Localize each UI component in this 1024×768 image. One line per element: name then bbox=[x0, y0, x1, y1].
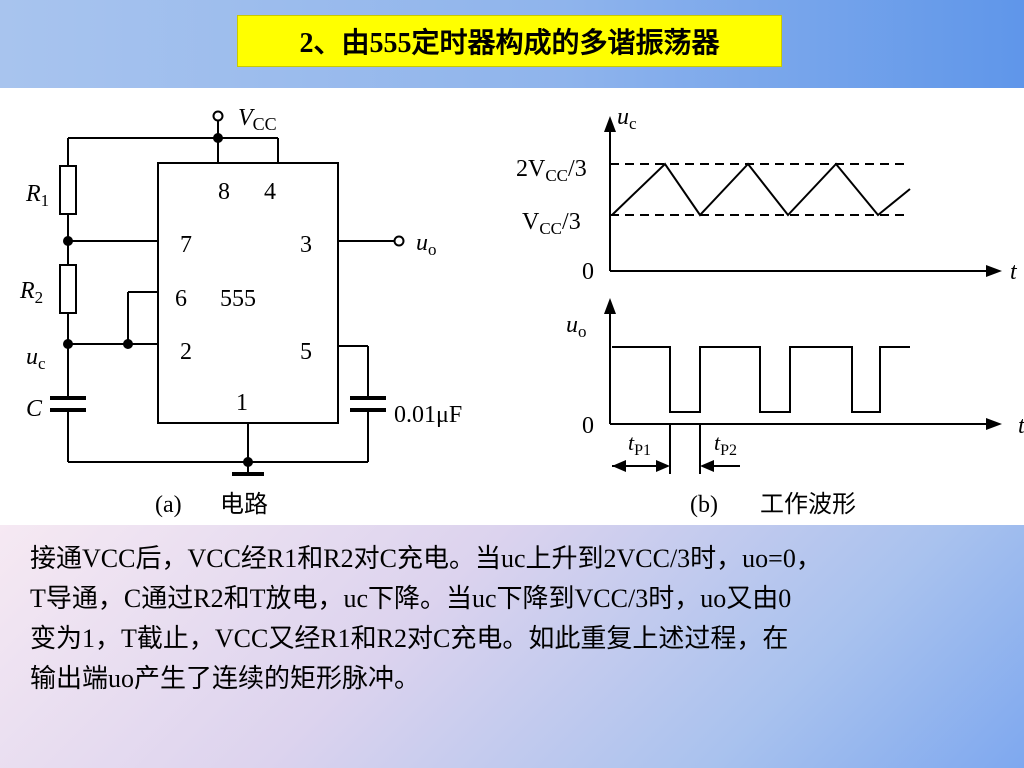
c-label: C bbox=[26, 396, 43, 422]
description-line-4: 输出端uo产生了连续的矩形脉冲。 bbox=[30, 664, 421, 693]
pin-2: 2 bbox=[180, 339, 192, 365]
resistor-r1 bbox=[59, 165, 77, 215]
pin-1: 1 bbox=[236, 390, 248, 416]
pin-6: 6 bbox=[175, 286, 187, 312]
uc-axis-label: uc bbox=[617, 104, 637, 133]
axis-arrows bbox=[604, 116, 1002, 430]
description-line-1: 接通VCC后，VCC经R1和R2对C充电。当uc上升到2VCC/3时，uo=0， bbox=[30, 544, 822, 573]
uc-waveform bbox=[611, 162, 911, 217]
uo-time-label: t bbox=[1018, 413, 1024, 439]
lower-threshold-label: VCC/3 bbox=[522, 209, 581, 238]
pin-5: 5 bbox=[300, 339, 312, 365]
uc-time-label: t bbox=[1010, 259, 1018, 285]
caption-a-tag: (a) bbox=[155, 492, 182, 518]
caption-a-text: 电路 bbox=[220, 491, 268, 518]
pin-7: 7 bbox=[180, 232, 192, 258]
threshold-lines bbox=[610, 163, 910, 216]
uc-zero-label: 0 bbox=[582, 259, 594, 285]
upper-threshold-label: 2VCC/3 bbox=[516, 156, 587, 185]
figure-panel: VCC R1 R2 uc C uo 8 4 7 3 6 2 5 1 555 0.… bbox=[0, 88, 1024, 525]
slide-title: 2、由555定时器构成的多谐振荡器 bbox=[237, 15, 782, 67]
r1-label: R1 bbox=[25, 181, 49, 210]
vcc-label: VCC bbox=[238, 105, 277, 134]
pin-3: 3 bbox=[300, 232, 312, 258]
vcc-terminal bbox=[212, 110, 224, 122]
description-line-3: 变为1，T截止，VCC又经R1和R2对C充电。如此重复上述过程，在 bbox=[30, 624, 789, 653]
tp2-label: tP2 bbox=[714, 430, 737, 459]
junction-dots bbox=[63, 133, 253, 467]
pin-8: 8 bbox=[218, 179, 230, 205]
tp1-label: tP1 bbox=[628, 430, 651, 459]
uo-zero-label: 0 bbox=[582, 413, 594, 439]
cap-value-label: 0.01μF bbox=[394, 402, 462, 428]
figure-svg: VCC R1 R2 uc C uo 8 4 7 3 6 2 5 1 555 0.… bbox=[19, 104, 1024, 518]
waveform-axes bbox=[609, 128, 992, 425]
uc-label: uc bbox=[26, 344, 46, 373]
chip-label: 555 bbox=[220, 286, 256, 312]
description-line-2: T导通，C通过R2和T放电，uc下降。当uc下降到VCC/3时，uo又由0 bbox=[30, 584, 792, 613]
resistor-r2 bbox=[59, 264, 77, 314]
pin-numbers: 8 4 7 3 6 2 5 1 bbox=[175, 179, 312, 416]
description-text: 接通VCC后，VCC经R1和R2对C充电。当uc上升到2VCC/3时，uo=0，… bbox=[30, 539, 1010, 699]
circuit-wiring bbox=[50, 120, 395, 476]
output-terminal bbox=[393, 235, 405, 247]
uo-output-label: uo bbox=[416, 230, 437, 259]
pin-4: 4 bbox=[264, 179, 276, 205]
uo-axis-label: uo bbox=[566, 312, 587, 341]
caption-b-text: 工作波形 bbox=[760, 491, 856, 518]
description-panel: 接通VCC后，VCC经R1和R2对C充电。当uc上升到2VCC/3时，uo=0，… bbox=[0, 525, 1024, 768]
uo-waveform bbox=[612, 346, 910, 413]
timing-arrowheads bbox=[612, 460, 714, 472]
caption-b-tag: (b) bbox=[690, 492, 718, 518]
r2-label: R2 bbox=[19, 278, 43, 307]
